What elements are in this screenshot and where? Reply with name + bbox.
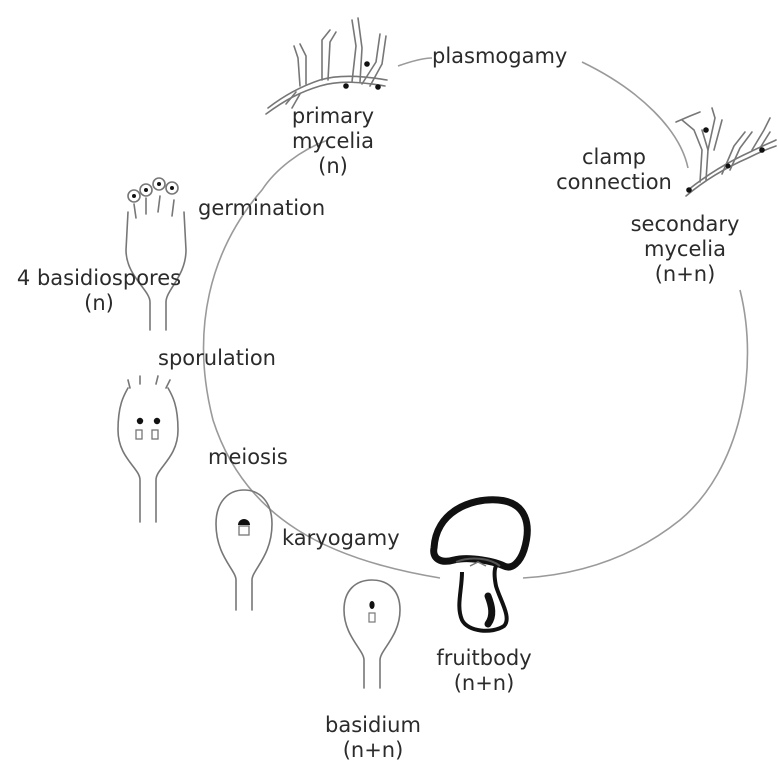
primary-mycelia-ploidy: (n) [278, 154, 388, 179]
cycle-arc-right [523, 290, 748, 578]
clamp-line2: connection [554, 170, 674, 195]
secondary-mycelia-line2: mycelia [620, 237, 750, 262]
clamp-line1: clamp [554, 145, 674, 170]
secondary-mycelia-hypha-icon [676, 108, 776, 196]
basidium-label: basidium (n+n) [318, 713, 428, 763]
fruitbody-mushroom-icon [434, 500, 528, 631]
basidium-text: basidium [318, 713, 428, 738]
basidium-ploidy: (n+n) [318, 738, 428, 763]
meiosis-label: meiosis [208, 445, 288, 470]
secondary-mycelia-line1: secondary [620, 212, 750, 237]
basidiospores-text: 4 basidiospores [6, 266, 192, 291]
cycle-arc-top [398, 58, 432, 66]
sporulation-label: sporulation [158, 346, 276, 371]
primary-mycelia-hypha-icon [266, 18, 387, 114]
clamp-connection-label: clamp connection [554, 145, 674, 195]
basidium-icon [344, 580, 400, 688]
meiosis-basidium-icon [118, 376, 178, 522]
fruitbody-ploidy: (n+n) [424, 671, 544, 696]
karyogamy-label: karyogamy [282, 526, 400, 551]
basidiospores-ploidy: (n) [6, 291, 192, 316]
primary-mycelia-line2: mycelia [278, 129, 388, 154]
plasmogamy-label: plasmogamy [432, 44, 567, 69]
primary-mycelia-label: primary mycelia (n) [278, 104, 388, 179]
basidiospores-label: 4 basidiospores (n) [6, 266, 192, 316]
primary-mycelia-line1: primary [278, 104, 388, 129]
secondary-mycelia-ploidy: (n+n) [620, 262, 750, 287]
fruitbody-text: fruitbody [424, 646, 544, 671]
germination-label: germination [198, 196, 325, 221]
karyogamy-basidium-icon [216, 490, 272, 610]
secondary-mycelia-label: secondary mycelia (n+n) [620, 212, 750, 287]
fruitbody-label: fruitbody (n+n) [424, 646, 544, 696]
